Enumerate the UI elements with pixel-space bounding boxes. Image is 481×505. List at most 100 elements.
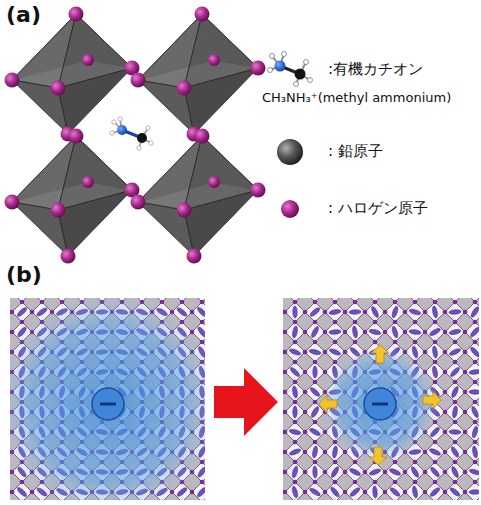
cation-dipole bbox=[309, 487, 322, 497]
distortion-arrow bbox=[319, 395, 337, 413]
cation-dipole bbox=[449, 429, 461, 434]
cation-dipole bbox=[469, 490, 479, 495]
cation-dipole bbox=[309, 386, 321, 397]
cation-dipole bbox=[432, 346, 438, 359]
cation-dipole bbox=[369, 328, 382, 335]
cation-dipole bbox=[289, 448, 302, 457]
cation-dipole bbox=[16, 306, 28, 317]
cation-dipole bbox=[391, 326, 399, 339]
cation-dipole bbox=[312, 446, 319, 459]
panel-label: (a) bbox=[6, 2, 41, 28]
legend-text: : 鉛原子 bbox=[328, 142, 383, 160]
cation-dipole bbox=[372, 486, 377, 498]
cation-dipole bbox=[332, 446, 338, 459]
formula-label: CH₃NH₃⁺(methyl ammonium) bbox=[262, 90, 451, 106]
cation-dipole bbox=[389, 486, 401, 497]
cation-dipole bbox=[449, 487, 461, 498]
lattice-panel-after bbox=[283, 298, 479, 500]
legend-text: :有機カチオン bbox=[328, 60, 423, 78]
cation-dipole bbox=[429, 466, 440, 478]
octahedron-cell bbox=[435, 332, 455, 352]
cation-dipole bbox=[469, 390, 479, 395]
cation-dipole bbox=[429, 486, 441, 497]
octahedron-cell bbox=[355, 312, 375, 332]
cation-dipole bbox=[291, 486, 299, 499]
cation-dipole bbox=[470, 306, 479, 318]
cation-dipole bbox=[289, 348, 302, 356]
cation-dipole bbox=[310, 406, 320, 419]
cation-dipole bbox=[450, 386, 459, 399]
cation-dipole bbox=[329, 348, 342, 357]
cation-dipole bbox=[450, 446, 460, 459]
lattice-panel-before bbox=[10, 298, 205, 500]
perovskite-crystal bbox=[5, 7, 266, 264]
octahedron-cell bbox=[295, 392, 315, 412]
polaron-cloud bbox=[10, 298, 205, 500]
cation-dipole bbox=[470, 406, 479, 419]
cation-dipole bbox=[349, 486, 361, 497]
cation-dipole bbox=[452, 406, 458, 419]
cation-dipole bbox=[432, 306, 439, 319]
lead-atom-icon bbox=[277, 139, 303, 165]
cation-dipole bbox=[450, 466, 459, 479]
octahedron-cell bbox=[335, 312, 355, 332]
cation-dipole bbox=[449, 328, 462, 335]
cation-dipole bbox=[292, 386, 298, 399]
electron bbox=[92, 388, 124, 420]
octahedron-cell bbox=[455, 412, 475, 432]
cation-dipole bbox=[293, 306, 298, 318]
cation-dipole bbox=[329, 486, 340, 498]
panel-label: (b) bbox=[6, 262, 42, 288]
cation-dipole bbox=[197, 326, 205, 338]
cation-dipole bbox=[196, 486, 205, 498]
cation-dipole bbox=[309, 348, 322, 355]
octahedron-cell bbox=[315, 352, 335, 372]
polaron-cloud bbox=[322, 346, 438, 462]
cation-dipole bbox=[309, 427, 322, 437]
cation-dipole bbox=[412, 486, 419, 499]
cation-dipole bbox=[469, 326, 479, 338]
cation-dipole bbox=[429, 448, 442, 457]
cation-dipole bbox=[432, 366, 439, 379]
cation-icon bbox=[268, 52, 313, 87]
cation-dipole bbox=[289, 428, 302, 435]
cation-dipole bbox=[349, 310, 361, 315]
cation-dipole bbox=[310, 326, 320, 339]
legend-text: : ハロゲン原子 bbox=[328, 199, 428, 217]
transition-arrow bbox=[214, 368, 278, 436]
cation-dipole bbox=[409, 329, 422, 335]
cation-dipole bbox=[391, 306, 399, 319]
electron bbox=[364, 388, 396, 420]
legend-icons bbox=[268, 52, 313, 219]
cation-dipole bbox=[449, 309, 461, 315]
cation-dipole bbox=[291, 466, 299, 479]
cation-dipole bbox=[369, 468, 382, 476]
cation-dipole bbox=[469, 468, 479, 476]
cation-dipole bbox=[313, 466, 318, 478]
cation-dipole bbox=[389, 468, 402, 477]
octahedron bbox=[131, 129, 266, 264]
cation-dipole bbox=[293, 406, 298, 418]
octahedron-cell bbox=[395, 312, 415, 332]
cation-dipole bbox=[196, 306, 205, 318]
halogen-atom-icon bbox=[281, 200, 299, 218]
cation-dipole bbox=[449, 366, 461, 378]
distortion-arrow bbox=[423, 391, 441, 409]
cation-dipole bbox=[176, 307, 188, 318]
octahedron-cell bbox=[335, 472, 355, 492]
cation-dipole bbox=[309, 306, 321, 317]
cation-dipole bbox=[410, 466, 420, 479]
cation-dipole bbox=[429, 327, 442, 337]
distortion-arrow bbox=[371, 345, 389, 363]
octahedron bbox=[131, 7, 266, 142]
cation-dipole bbox=[469, 346, 479, 358]
cation-dipole bbox=[349, 467, 362, 476]
distortion-arrow bbox=[369, 447, 387, 465]
octahedron bbox=[5, 129, 140, 264]
cation-dipole bbox=[292, 326, 299, 339]
cation-dipole bbox=[330, 466, 340, 479]
cation-dipole bbox=[370, 306, 379, 319]
minus-sign bbox=[100, 403, 116, 406]
cation-dipole bbox=[472, 446, 479, 459]
cation-dipole bbox=[289, 366, 301, 377]
